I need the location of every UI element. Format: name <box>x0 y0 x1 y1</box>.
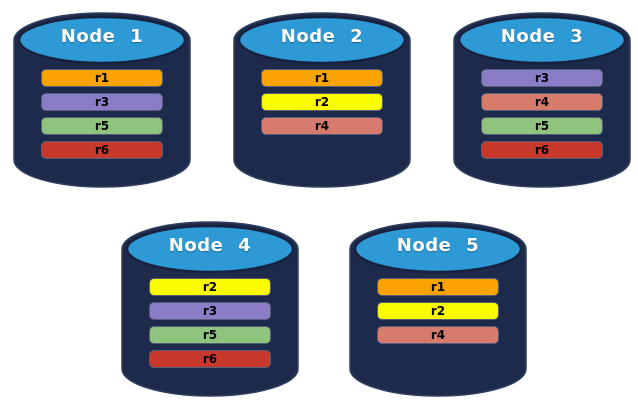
replica-bar-list: r3 r4 r5 r6 <box>450 70 634 158</box>
replica-bar-r3: r3 <box>150 303 270 319</box>
replica-bar-list: r2 r3 r5 r6 <box>118 279 302 367</box>
replica-bar-r2: r2 <box>378 303 498 319</box>
node-1: Node 1 r1 r3 r5 r6 <box>10 7 194 191</box>
replica-bar-r6: r6 <box>42 142 162 158</box>
replica-bar-list: r1 r3 r5 r6 <box>10 70 194 158</box>
replica-bar-r4: r4 <box>482 94 602 110</box>
replica-bar-r5: r5 <box>150 327 270 343</box>
replica-bar-r5: r5 <box>42 118 162 134</box>
replica-bar-list: r1 r2 r4 <box>230 70 414 134</box>
replica-bar-r3: r3 <box>482 70 602 86</box>
replica-bar-r3: r3 <box>42 94 162 110</box>
node-title: Node 2 <box>280 26 364 47</box>
node-3: Node 3 r3 r4 r5 r6 <box>450 7 634 191</box>
node-title: Node 3 <box>500 26 584 47</box>
replica-bar-r5: r5 <box>482 118 602 134</box>
replica-bar-r2: r2 <box>150 279 270 295</box>
node-title: Node 1 <box>60 26 144 47</box>
replica-bar-r1: r1 <box>378 279 498 295</box>
node-title: Node 5 <box>396 235 480 256</box>
replica-bar-r6: r6 <box>482 142 602 158</box>
node-4: Node 4 r2 r3 r5 r6 <box>118 216 302 400</box>
replica-bar-r6: r6 <box>150 351 270 367</box>
replica-bar-r4: r4 <box>262 118 382 134</box>
node-5: Node 5 r1 r2 r4 <box>346 216 530 400</box>
replica-bar-r1: r1 <box>42 70 162 86</box>
replica-bar-r4: r4 <box>378 327 498 343</box>
replica-bar-r1: r1 <box>262 70 382 86</box>
node-title: Node 4 <box>168 235 252 256</box>
replica-bar-r2: r2 <box>262 94 382 110</box>
node-2: Node 2 r1 r2 r4 <box>230 7 414 191</box>
replica-bar-list: r1 r2 r4 <box>346 279 530 343</box>
